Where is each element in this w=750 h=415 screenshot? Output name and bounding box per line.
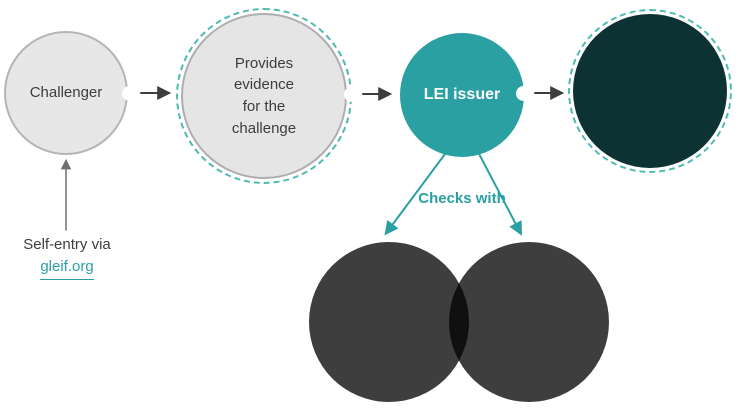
checks-with-label: Checks with (418, 190, 506, 207)
node-check-circle-right (449, 242, 609, 402)
challenger-label: Challenger (29, 84, 103, 102)
node-dark-teal-dashed-ring (568, 9, 732, 173)
node-check-circle-left (309, 242, 469, 402)
evidence-line-4: challenge (231, 119, 297, 137)
self-entry-text: Self-entry via (23, 236, 111, 253)
node-evidence: Provides evidence for the challenge (181, 13, 347, 179)
connector-dot-3 (516, 86, 531, 101)
evidence-line-2: evidence (233, 76, 295, 94)
self-entry-annotation: Self-entry via gleif.org (12, 234, 122, 280)
evidence-line-3: for the (242, 98, 286, 115)
node-challenger: Challenger (4, 31, 128, 155)
gleif-org-link[interactable]: gleif.org (40, 256, 94, 280)
connector-dot-2 (344, 87, 359, 102)
node-evidence-dashed-ring: Provides evidence for the challenge (176, 8, 352, 184)
node-dark-teal (573, 14, 727, 168)
evidence-line-1: Provides (234, 54, 294, 72)
evidence-label: Provides evidence for the challenge (232, 53, 296, 140)
connector-dot-1 (122, 86, 137, 101)
node-lei-issuer: LEI issuer (400, 33, 524, 157)
lei-issuer-label: LEI issuer (423, 86, 501, 104)
